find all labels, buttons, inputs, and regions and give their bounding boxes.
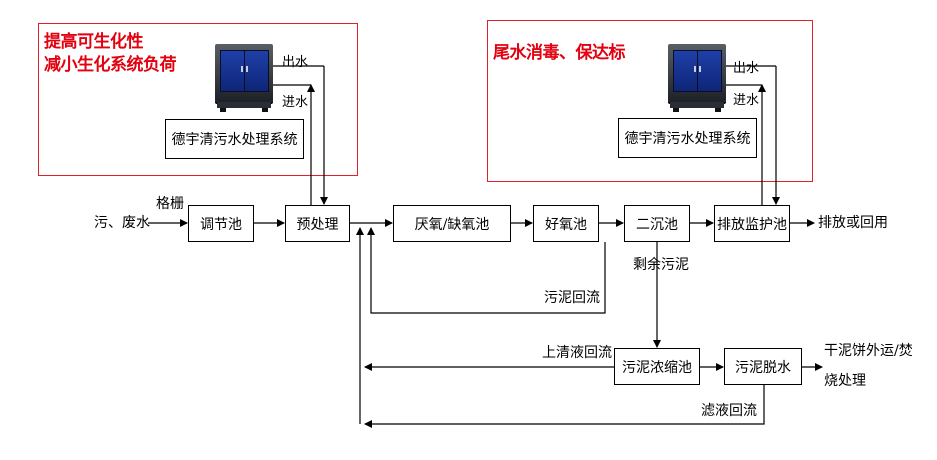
sludge-cake-label-1: 干泥饼外运/焚 (824, 343, 913, 359)
sludge-return-line (367, 227, 606, 314)
discharge-reuse-label: 排放或回用 (818, 215, 888, 231)
anaerobic-anoxic-tank-node: 厌氧/缺氧池 (393, 205, 511, 242)
sludge-dewatering-node: 污泥脱水 (724, 348, 802, 385)
filtrate-return-line (364, 385, 765, 428)
regulating-tank-node: 调节池 (188, 205, 254, 242)
left-system-box: 德宇清污水处理系统 (165, 119, 304, 159)
treatment-unit-icon (668, 44, 726, 112)
sludge-thickener-node: 污泥浓缩池 (614, 348, 700, 385)
aerobic-tank-node: 好氧池 (533, 205, 599, 242)
bar-screen-label: 格栅 (156, 196, 184, 212)
discharge-monitor-tank-node: 排放监护池 (714, 205, 790, 242)
excess-sludge-label: 剩余污泥 (633, 257, 689, 273)
filtrate-return-label: 滤液回流 (701, 403, 757, 419)
right-outlet-label: 出水 (733, 61, 760, 76)
left-panel-title-1: 提高可生化性 (44, 32, 144, 52)
right-panel (487, 20, 813, 182)
sludge-return-label: 污泥回流 (544, 290, 600, 306)
left-inlet-label: 进水 (282, 95, 309, 110)
right-panel-title: 尾水消毒、保达标 (493, 43, 626, 63)
right-system-box: 德宇清污水处理系统 (618, 118, 757, 158)
secondary-clarifier-node: 二沉池 (624, 205, 690, 242)
left-panel (38, 23, 358, 176)
treatment-unit-icon (215, 44, 273, 112)
right-inlet-label: 进水 (733, 93, 760, 108)
pretreatment-node: 预处理 (285, 205, 350, 242)
wastewater-source-label: 污、废水 (94, 215, 150, 231)
left-panel-title-2: 减小生化系统负荷 (44, 55, 177, 75)
sludge-cake-label-2: 烧处理 (824, 373, 866, 389)
supernatant-return-label: 上清液回流 (542, 345, 612, 361)
